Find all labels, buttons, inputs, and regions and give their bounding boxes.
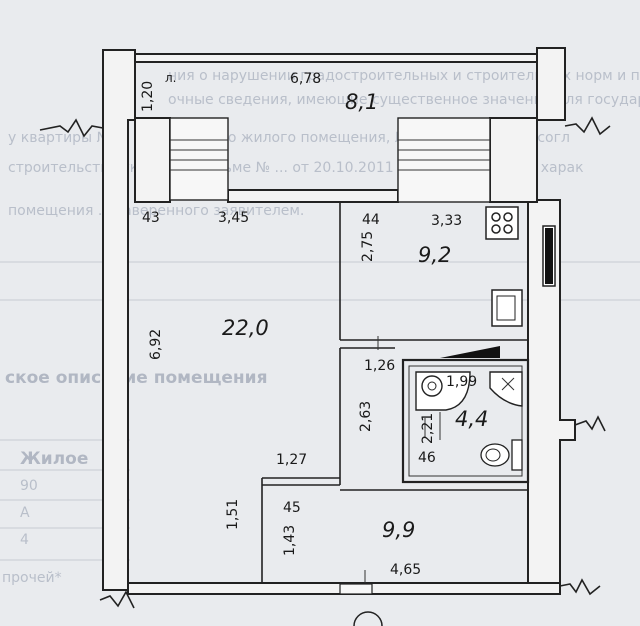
bg-table-label-2: 90 (20, 478, 38, 494)
balcony-depth: 1,20 (140, 81, 156, 112)
fixtures (415, 206, 556, 471)
corridor-length: 2,63 (358, 401, 374, 432)
living-niche: 43 (142, 210, 160, 226)
kitchen-length: 2,75 (360, 231, 376, 262)
bathroom-width: 1,99 (446, 374, 477, 390)
washbasin-icon (421, 375, 443, 397)
windows (169, 117, 491, 595)
stove-icon (485, 206, 519, 240)
walls (102, 47, 576, 595)
bg-table-label-1: Жилое (20, 449, 88, 469)
bg-table-label-3: А (20, 505, 30, 521)
kitchen-niche: 44 (362, 212, 380, 228)
corridor-width: 4,65 (390, 562, 421, 578)
bg-text-line-5: помещения ... заверенного заявителем. (8, 203, 304, 219)
bathroom-vent-icon (440, 346, 500, 358)
window-living (169, 117, 229, 201)
corridor-passage: 1,26 (364, 358, 395, 374)
bathroom-area: 4,4 (455, 407, 488, 431)
toilet-icon (480, 439, 523, 471)
bathroom-niche: 46 (418, 450, 436, 466)
corridor-niche: 45 (283, 500, 301, 516)
living-width: 3,45 (218, 210, 249, 226)
window-kitchen (397, 117, 491, 203)
kitchen-width: 3,33 (431, 213, 462, 229)
corridor-segment-b: 1,43 (282, 525, 298, 556)
bg-text-line-1: ния о нарушении градостроительных и стро… (168, 68, 640, 84)
living-length: 6,92 (148, 329, 164, 360)
living-area: 22,0 (222, 316, 269, 340)
vent-duct-icon (542, 225, 556, 287)
balcony-area: 8,1 (345, 90, 378, 114)
bg-table-label-5: прочей* (2, 570, 62, 586)
bathroom-length: 2,21 (420, 413, 436, 444)
balcony-length: 6,78 (290, 71, 321, 87)
dimension-ticks (364, 412, 441, 583)
living-door-width: 1,27 (276, 452, 307, 468)
bg-text-line-2: очные сведения, имеющие существенное зна… (168, 92, 640, 108)
corridor-area: 9,9 (382, 518, 415, 542)
kitchen-area: 9,2 (418, 243, 451, 267)
corridor-segment-a: 1,51 (225, 499, 241, 530)
bg-heading: ское описание помещения (5, 368, 267, 388)
break-marks (39, 116, 611, 609)
partitions (261, 202, 530, 583)
balcony-unit-mark: л. (165, 71, 176, 85)
window-bottom (339, 583, 373, 595)
kitchen-sink-icon (491, 289, 523, 327)
axis-marker-icon (353, 611, 383, 626)
bg-table-label-4: 4 (20, 532, 29, 548)
